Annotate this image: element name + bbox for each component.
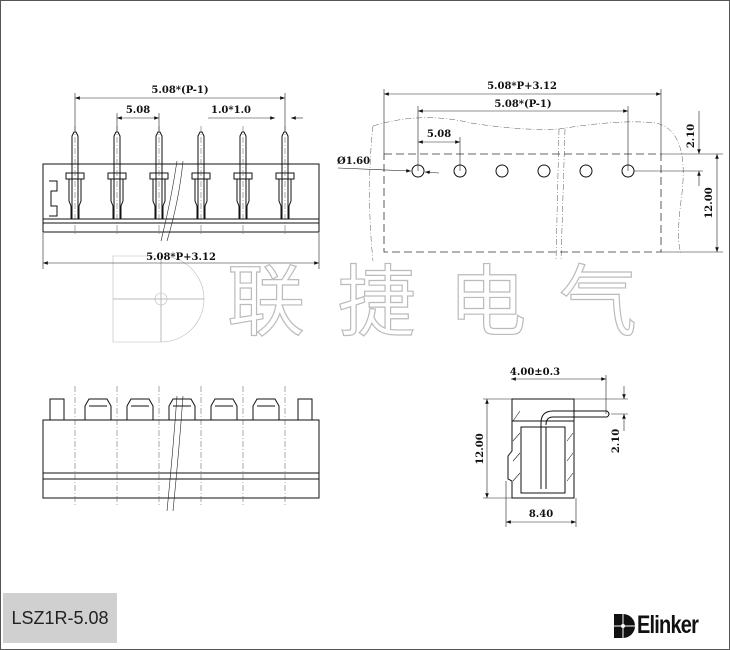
pin [107, 126, 127, 236]
latch-tooth [210, 398, 238, 420]
part-number-label: LSZ1R-5.08 [3, 593, 117, 643]
dim-top-hole: Ø1.60 [337, 156, 370, 167]
dim-front-length: 5.08*P+3.12 [146, 252, 216, 263]
elinker-logo-icon [614, 613, 635, 638]
dim-front-total-pitch: 5.08*(P-1) [151, 85, 208, 96]
rear-view [42, 386, 320, 512]
watermark-text: 联捷电气 [227, 258, 637, 348]
watermark: 联捷电气 [112, 255, 638, 349]
top-view: 5.08*P+3.12 5.08*(P-1) 5.08 Ø1.60 2.10 1… [337, 81, 723, 262]
latch-tooth [126, 398, 154, 420]
pin [149, 126, 169, 236]
dim-top-length: 5.08*P+3.12 [487, 81, 557, 92]
brand-logo: Elinker [613, 611, 713, 640]
latch-tooth [84, 398, 112, 420]
pin [233, 126, 253, 236]
dim-top-pitch: 5.08 [427, 129, 451, 140]
pin-hole [495, 164, 509, 178]
latch-tooth [252, 398, 280, 420]
watermark-logo-icon [112, 255, 205, 343]
dim-top-offset: 2.10 [686, 124, 697, 148]
dim-front-pin: 1.0*1.0 [211, 105, 251, 116]
dim-side-pin-length: 4.00±0.3 [510, 367, 560, 378]
side-view: 4.00±0.3 12.00 2.10 8.40 [475, 367, 628, 527]
dim-front-pitch: 5.08 [126, 105, 150, 116]
pin [191, 126, 211, 236]
pin [65, 126, 85, 236]
pin [275, 126, 295, 236]
front-view: 5.08*(P-1) 5.08 1.0*1.0 5.08*P+3.12 [42, 85, 320, 269]
dim-top-total-pitch: 5.08*(P-1) [494, 99, 551, 110]
pin-hole [579, 164, 593, 178]
brand-name: Elinker [637, 611, 699, 639]
dim-top-height: 12.00 [704, 187, 715, 218]
dim-side-width: 8.40 [529, 509, 553, 520]
pin-hole [537, 164, 551, 178]
dim-side-pin-offset: 2.10 [611, 429, 622, 453]
dim-side-height: 12.00 [475, 433, 486, 464]
